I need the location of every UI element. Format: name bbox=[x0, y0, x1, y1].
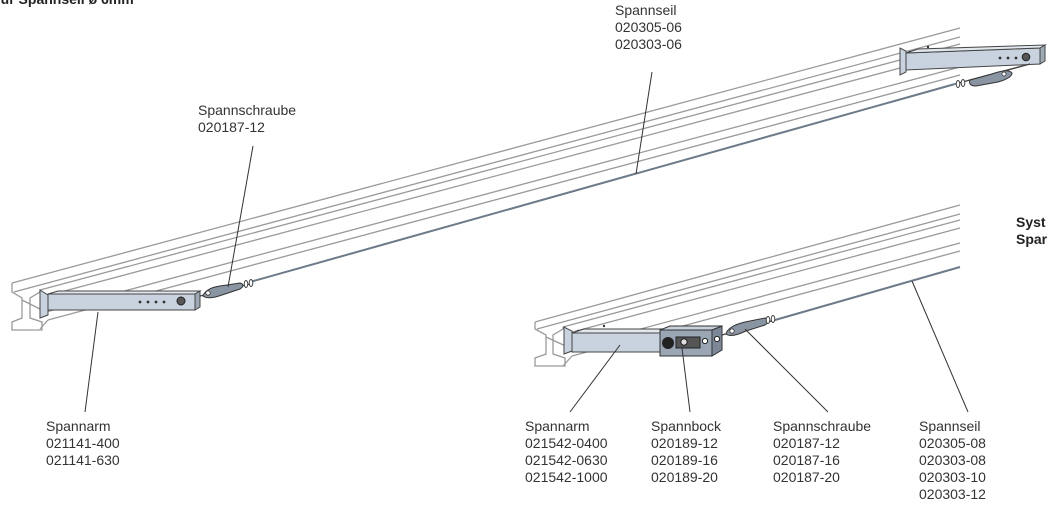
label-bottom-screw: Spannschraube 020187-12 020187-16 020187… bbox=[773, 418, 871, 486]
heading-right: Syst Spar bbox=[1016, 214, 1047, 248]
label-bottom-arm: Spannarm 021542-0400 021542-0630 021542-… bbox=[525, 418, 608, 486]
label-bottom-screw-part-3: 020187-20 bbox=[773, 469, 840, 485]
label-bottom-bock-part-1: 020189-12 bbox=[651, 435, 718, 451]
leader-lines bbox=[84, 71, 969, 413]
bottom-spannschraube bbox=[721, 315, 776, 336]
leader-bottom-cable bbox=[911, 280, 969, 413]
label-bottom-cable: Spannseil 020305-08 020303-08 020303-10 … bbox=[919, 418, 986, 503]
leader-bottom-arm bbox=[569, 344, 621, 413]
label-top-cable: Spannseil 020305-06 020303-06 bbox=[615, 2, 682, 53]
label-bottom-bock: Spannbock 020189-12 020189-16 020189-20 bbox=[651, 418, 721, 486]
label-top-screw-part-1: 020187-12 bbox=[198, 119, 265, 135]
bottom-spannbock bbox=[659, 325, 723, 357]
label-bottom-arm-part-2: 021542-0630 bbox=[525, 452, 608, 468]
label-bottom-cable-part-1: 020305-08 bbox=[919, 435, 986, 451]
label-top-cable-part-1: 020305-06 bbox=[615, 19, 682, 35]
label-bottom-arm-part-3: 021542-1000 bbox=[525, 469, 608, 485]
label-top-cable-part-2: 020303-06 bbox=[615, 36, 682, 52]
label-top-screw: Spannschraube 020187-12 bbox=[198, 102, 296, 136]
label-top-arm-part-2: 021141-630 bbox=[46, 452, 120, 468]
label-bottom-arm-part-1: 021542-0400 bbox=[525, 435, 608, 451]
label-top-screw-title: Spannschraube bbox=[198, 102, 297, 118]
leader-bottom-bock bbox=[681, 347, 691, 413]
heading-right-line-1: Syst bbox=[1016, 214, 1046, 230]
top-right-spannschraube bbox=[954, 63, 1031, 88]
heading-top: für Spannseil ø 6mm bbox=[0, 0, 134, 8]
label-bottom-bock-part-2: 020189-16 bbox=[651, 452, 718, 468]
leader-top-cable bbox=[635, 71, 653, 175]
top-cable bbox=[249, 83, 956, 283]
label-top-arm: Spannarm 021141-400 021141-630 bbox=[46, 418, 120, 469]
top-left-spannarm bbox=[39, 289, 202, 319]
label-bottom-screw-title: Spannschraube bbox=[773, 418, 872, 434]
label-bottom-arm-title: Spannarm bbox=[525, 418, 590, 434]
label-bottom-bock-part-3: 020189-20 bbox=[651, 469, 718, 485]
label-bottom-screw-part-2: 020187-16 bbox=[773, 452, 840, 468]
top-rail bbox=[11, 27, 961, 331]
bottom-spannarm bbox=[563, 324, 668, 355]
label-bottom-cable-part-2: 020303-08 bbox=[919, 452, 986, 468]
top-right-spannarm bbox=[899, 44, 1047, 76]
label-top-cable-title: Spannseil bbox=[615, 2, 677, 18]
label-top-arm-part-1: 021141-400 bbox=[46, 435, 120, 451]
label-bottom-bock-title: Spannbock bbox=[651, 418, 722, 434]
leader-top-arm bbox=[84, 311, 99, 413]
leader-top-screw bbox=[227, 145, 254, 288]
label-bottom-cable-part-3: 020303-10 bbox=[919, 469, 986, 485]
bottom-cable bbox=[774, 266, 961, 321]
label-bottom-cable-title: Spannseil bbox=[919, 418, 981, 434]
leader-bottom-screw bbox=[744, 328, 829, 413]
top-left-spannschraube bbox=[199, 279, 254, 299]
heading-right-line-2: Spar bbox=[1016, 231, 1048, 247]
label-bottom-cable-part-4: 020303-12 bbox=[919, 486, 986, 502]
label-bottom-screw-part-1: 020187-12 bbox=[773, 435, 840, 451]
label-top-arm-title: Spannarm bbox=[46, 418, 111, 434]
